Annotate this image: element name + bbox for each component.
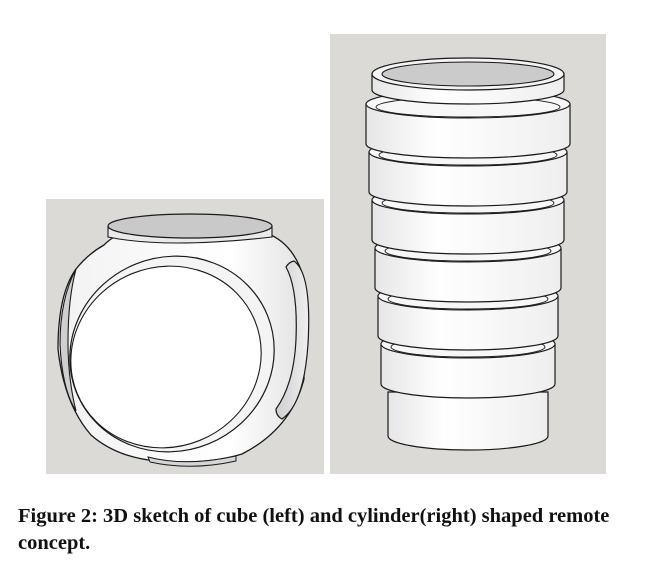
cube-top-disc [107,213,273,239]
cube-bottom-rim [147,455,237,467]
cube-sketch-panel [46,199,324,474]
cylinder-sketch-image [365,57,571,451]
cylinder-ring [368,151,568,207]
cylinder-ring [377,295,559,351]
cylinder-base [387,391,549,451]
cube-left-cap [59,268,77,412]
cylinder-ring [365,103,571,159]
cylinder-sketch-panel [330,34,606,474]
cube-front-rim-inner [70,265,262,449]
figure-label: Figure 2: [18,505,98,527]
cylinder-ring [380,343,556,399]
cylinder-ring [371,199,565,255]
cube-sketch-image [57,213,310,467]
cylinder-ring [374,247,562,303]
figure-caption: Figure 2: 3D sketch of cube (left) and c… [18,503,638,557]
cylinder-top-disc [381,61,555,87]
cube-right-cap [275,260,310,420]
figure-caption-text: 3D sketch of cube (left) and cylinder(ri… [18,505,610,554]
